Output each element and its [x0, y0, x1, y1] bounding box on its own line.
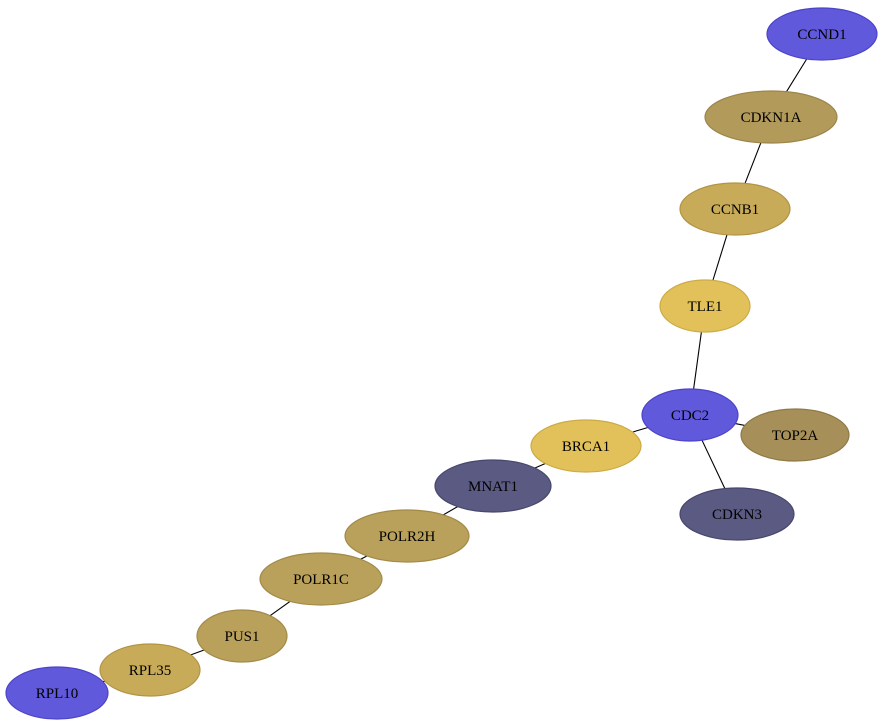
node-ellipse	[659, 279, 751, 333]
node-mnat1[interactable]: MNAT1	[434, 459, 552, 513]
node-ellipse	[434, 459, 552, 513]
edges-layer	[102, 58, 808, 683]
node-label: CDKN3	[712, 507, 762, 523]
node-brca1[interactable]: BRCA1	[530, 419, 642, 473]
edge-mnat1-polr2h	[443, 506, 458, 516]
node-tle1[interactable]: TLE1	[659, 279, 751, 333]
node-label: RPL35	[129, 663, 172, 679]
edge-cdc2-top2a	[735, 423, 745, 426]
node-label: MNAT1	[468, 479, 518, 495]
node-label: CCND1	[797, 27, 846, 43]
node-pus1[interactable]: PUS1	[196, 609, 288, 663]
node-ellipse	[766, 7, 878, 61]
node-cdkn1a[interactable]: CDKN1A	[704, 90, 838, 144]
edge-tle1-cdc2	[693, 331, 702, 390]
node-ellipse	[679, 487, 795, 541]
node-rpl35[interactable]: RPL35	[99, 643, 201, 697]
node-ccnd1[interactable]: CCND1	[766, 7, 878, 61]
edge-ccnb1-tle1	[712, 234, 728, 281]
node-rpl10[interactable]: RPL10	[5, 666, 109, 720]
node-label: CCNB1	[711, 202, 759, 218]
node-ccnb1[interactable]: CCNB1	[679, 182, 791, 236]
edge-cdc2-cdkn3	[701, 439, 726, 489]
node-label: TLE1	[688, 299, 723, 315]
node-ellipse	[641, 388, 739, 442]
node-label: PUS1	[224, 629, 259, 645]
node-ellipse	[5, 666, 109, 720]
node-polr2h[interactable]: POLR2H	[344, 509, 470, 563]
node-ellipse	[740, 408, 850, 462]
node-label: POLR1C	[293, 572, 349, 588]
node-cdc2[interactable]: CDC2	[641, 388, 739, 442]
edge-ccnd1-cdkn1a	[786, 58, 808, 92]
node-ellipse	[259, 552, 383, 606]
node-ellipse	[99, 643, 201, 697]
node-polr1c[interactable]: POLR1C	[259, 552, 383, 606]
edge-cdc2-brca1	[632, 426, 649, 433]
edge-pus1-rpl35	[190, 649, 205, 656]
node-ellipse	[196, 609, 288, 663]
edge-polr2h-polr1c	[360, 555, 368, 560]
node-label: BRCA1	[562, 439, 610, 455]
edge-brca1-mnat1	[534, 462, 546, 469]
node-label: CDKN1A	[741, 110, 802, 126]
node-top2a[interactable]: TOP2A	[740, 408, 850, 462]
node-ellipse	[704, 90, 838, 144]
node-ellipse	[530, 419, 642, 473]
node-label: TOP2A	[772, 428, 819, 444]
node-ellipse	[679, 182, 791, 236]
node-label: POLR2H	[379, 529, 436, 545]
node-label: CDC2	[671, 408, 709, 424]
edge-cdkn1a-ccnb1	[744, 142, 762, 184]
node-ellipse	[344, 509, 470, 563]
node-label: RPL10	[36, 686, 79, 702]
edge-polr1c-pus1	[269, 600, 291, 617]
node-cdkn3[interactable]: CDKN3	[679, 487, 795, 541]
